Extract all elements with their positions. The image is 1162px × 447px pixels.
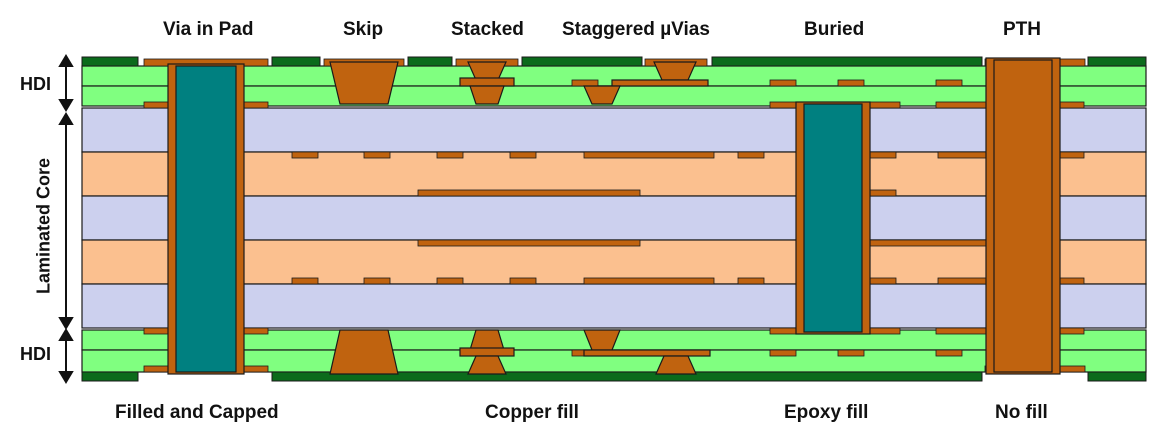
staggered-microvias	[583, 61, 711, 375]
copper-trace	[417, 189, 641, 197]
buried-via	[795, 101, 871, 335]
copper-pad	[291, 277, 319, 285]
copper-pad	[869, 277, 897, 285]
solder-mask-top	[407, 56, 453, 67]
copper-pad	[571, 79, 599, 87]
copper-pad	[436, 151, 464, 159]
label-staggered-microvias: Staggered µVias	[562, 19, 710, 40]
copper-pad	[837, 79, 865, 87]
copper-pad	[935, 349, 963, 357]
stacked-via-top-2	[469, 85, 505, 105]
solder-mask	[81, 56, 1147, 382]
solder-mask-bottom	[271, 371, 983, 382]
copper-trace	[417, 239, 641, 247]
label-buried: Buried	[804, 19, 865, 40]
stacked-via-bottom-pad	[459, 347, 515, 357]
copper-pad	[509, 277, 537, 285]
pth-via	[985, 57, 1061, 375]
copper-pad	[509, 151, 537, 159]
solder-mask-top	[711, 56, 983, 67]
copper-pad	[937, 151, 987, 159]
copper-pad	[935, 101, 987, 109]
label-copper-fill: Copper fill	[485, 402, 579, 423]
solder-mask-top	[521, 56, 643, 67]
stacked-via-top-pad	[459, 77, 515, 87]
copper-pad	[869, 151, 897, 159]
skip-via-bottom	[329, 329, 399, 375]
label-skip: Skip	[343, 19, 384, 40]
copper-pad	[1057, 151, 1085, 159]
stacked-via-bottom-1	[469, 329, 505, 351]
copper-pad	[436, 277, 464, 285]
core-layer-3	[81, 195, 1147, 241]
copper-pad	[737, 277, 765, 285]
copper-pad	[1057, 277, 1085, 285]
arrow-head	[58, 328, 74, 341]
copper-pad	[935, 327, 987, 335]
label-laminated-core: Laminated Core	[33, 157, 54, 295]
copper-trace	[869, 189, 897, 197]
arrow-head	[58, 317, 74, 330]
label-epoxy-fill: Epoxy fill	[784, 402, 869, 423]
copper-pad	[935, 79, 963, 87]
via-in-pad-epoxy	[175, 65, 237, 373]
core-layer-2	[81, 151, 1147, 197]
copper-pad	[583, 151, 715, 159]
copper-pad	[769, 349, 797, 357]
copper-pad	[1057, 327, 1085, 335]
core-layer-5	[81, 283, 1147, 329]
solder-mask-bottom	[1087, 371, 1147, 382]
copper-pad	[583, 277, 715, 285]
arrow-head	[58, 99, 74, 112]
solder-mask-top	[81, 56, 139, 67]
staggered-via-bottom-pad	[583, 349, 711, 357]
skip-via-top	[329, 61, 399, 105]
solder-mask-top	[1087, 56, 1147, 67]
skip-via	[329, 61, 399, 375]
arrow-head	[58, 371, 74, 384]
copper-pad	[363, 277, 391, 285]
via-in-pad	[167, 63, 245, 375]
staggered-via-bottom-2	[655, 355, 697, 375]
buried-via-epoxy	[803, 103, 863, 333]
copper-pad	[737, 151, 765, 159]
staggered-via-top-1	[653, 61, 697, 81]
copper-pad	[937, 277, 987, 285]
copper-pad	[363, 151, 391, 159]
side-arrows	[58, 54, 74, 384]
stacked-via	[459, 61, 515, 375]
label-pth: PTH	[1003, 19, 1041, 40]
solder-mask-bottom	[81, 371, 139, 382]
copper-pad	[1057, 101, 1085, 109]
label-hdi-bottom: HDI	[20, 344, 51, 364]
pth-hole	[993, 59, 1053, 373]
staggered-via-top-2	[583, 85, 621, 105]
copper-trace	[869, 239, 987, 247]
label-via-in-pad: Via in Pad	[163, 19, 254, 40]
copper-pad	[769, 79, 797, 87]
label-no-fill: No fill	[995, 402, 1048, 423]
arrow-head	[58, 112, 74, 125]
staggered-via-top-pad	[611, 79, 709, 87]
arrow-head	[58, 54, 74, 67]
solder-mask-top	[271, 56, 321, 67]
label-filled-and-capped: Filled and Capped	[115, 402, 279, 423]
stacked-via-bottom-2	[467, 355, 507, 375]
label-stacked: Stacked	[451, 19, 524, 40]
copper-pad	[291, 151, 319, 159]
copper-pad	[837, 349, 865, 357]
label-hdi-top: HDI	[20, 74, 51, 94]
